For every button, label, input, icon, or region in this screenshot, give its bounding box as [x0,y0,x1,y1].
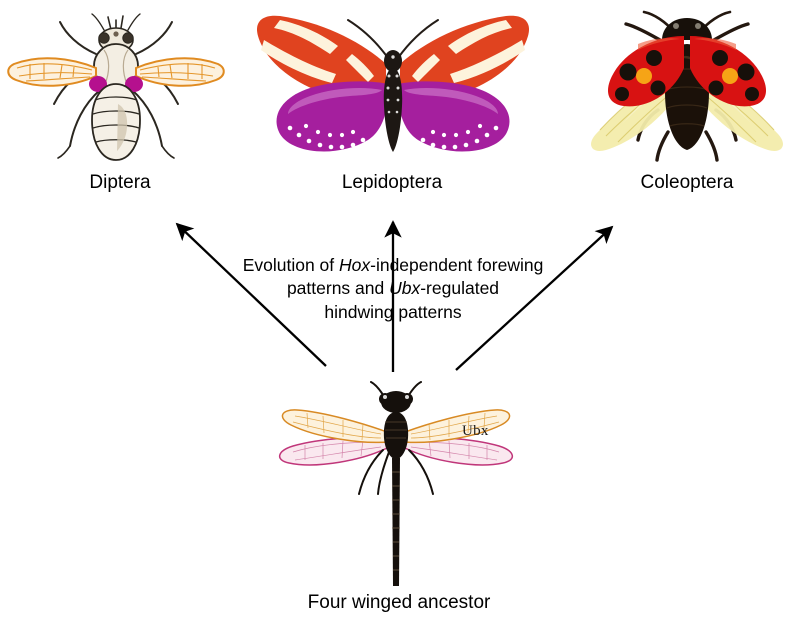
arrow-to-coleoptera [455,225,614,371]
gene-name-hox: Hox [339,255,371,275]
ubx-gene-label: Ubx [462,423,489,439]
dragonfly-illustration [279,381,513,586]
butterfly-illustration [256,15,530,152]
annotation-line2-prefix: patterns and [286,278,390,299]
fly-forewing-right [135,57,225,87]
beetle-elytron-right [690,36,766,107]
dragonfly-forewing-left [281,409,388,444]
dragonfly-forewing-right [404,409,511,444]
annotation-line-1: Evolution of Hox-independent forewing [223,254,563,277]
butterfly-hindwing-right [397,81,510,152]
taxon-label-coleoptera: Coleoptera [640,172,734,193]
annotation-line2-suffix: -regulated [420,278,500,299]
fly-illustration [7,13,225,161]
annotation-line1-suffix: -independent forewing [370,255,544,275]
butterfly-forewing-left [256,15,386,101]
dragonfly-hindwing-left [279,436,388,466]
beetle-elytron-left [608,36,684,107]
ancestor-label: Four winged ancestor [307,592,491,613]
fly-haltere-right [125,76,143,92]
butterfly-hindwing-left [276,81,389,152]
annotation-line-3: hindwing patterns [324,301,462,322]
arrow-to-diptera [175,222,327,367]
annotation-line-2: patterns and Ubx-regulated [223,277,563,300]
fly-forewing-left [7,57,97,87]
annotation-line1-prefix: Evolution of [242,255,339,275]
taxon-label-diptera: Diptera [89,172,151,193]
gene-name-ubx: Ubx [389,278,421,299]
ladybug-illustration [591,10,783,162]
taxon-label-lepidoptera: Lepidoptera [341,172,443,193]
evolution-annotation: Evolution of Hox-independent forewing pa… [223,254,563,324]
fly-haltere-left [89,76,107,92]
